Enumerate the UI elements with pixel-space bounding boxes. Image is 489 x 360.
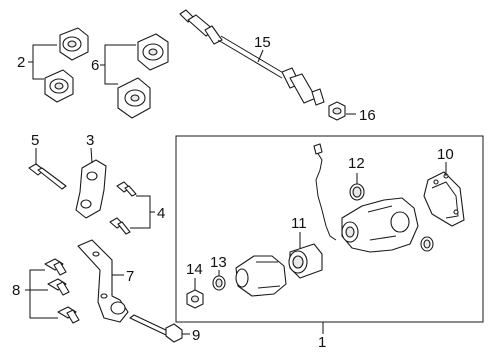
- callout-8: 8: [12, 282, 20, 299]
- bolt-8c: [57, 306, 80, 324]
- leader-2: [28, 44, 57, 80]
- axle-nut: [328, 101, 346, 121]
- assembly-box: [175, 135, 484, 323]
- coupling-body: [235, 255, 287, 297]
- mount-bracket-3: [75, 159, 107, 219]
- nut-14: [186, 289, 204, 309]
- bolt-8b: [47, 278, 70, 296]
- bolt-8a: [44, 258, 67, 276]
- bushing-lower-left: [44, 69, 74, 103]
- washer-13: [212, 275, 226, 291]
- callout-13: 13: [210, 254, 227, 271]
- callout-2: 2: [17, 54, 25, 71]
- seal-ring-right: [420, 236, 434, 252]
- axle-shaft: [179, 9, 325, 106]
- leader-8: [25, 269, 58, 319]
- mount-bracket-7: [77, 239, 129, 323]
- leader-6: [100, 44, 136, 85]
- callout-3: 3: [86, 132, 94, 149]
- leader-15: [257, 49, 264, 63]
- bushing-upper-right: [137, 33, 169, 71]
- callout-12: 12: [348, 155, 365, 172]
- leader-4: [130, 195, 155, 229]
- callout-15: 15: [254, 34, 271, 51]
- long-bolt-9: [129, 314, 183, 343]
- differential-cover: [423, 171, 465, 227]
- callout-10: 10: [437, 146, 454, 163]
- bushing-lower-right: [117, 77, 151, 119]
- callout-11: 11: [291, 215, 307, 232]
- callout-16: 16: [359, 107, 376, 124]
- callout-1: 1: [318, 334, 326, 351]
- bushing-upper-left: [59, 27, 89, 61]
- bolt-5: [28, 163, 67, 190]
- vent-tube: [315, 151, 337, 241]
- callout-7: 7: [126, 268, 134, 285]
- leader-3: [90, 147, 93, 164]
- callout-14: 14: [186, 261, 203, 278]
- seal-12: [349, 183, 365, 201]
- callout-6: 6: [91, 57, 99, 74]
- bolt-4a: [116, 181, 137, 197]
- callout-5: 5: [31, 132, 39, 149]
- callout-9: 9: [192, 327, 200, 344]
- bolt-4b: [109, 217, 131, 235]
- actuator-11: [288, 243, 323, 279]
- differential-housing: [341, 197, 419, 253]
- callout-4: 4: [157, 205, 165, 222]
